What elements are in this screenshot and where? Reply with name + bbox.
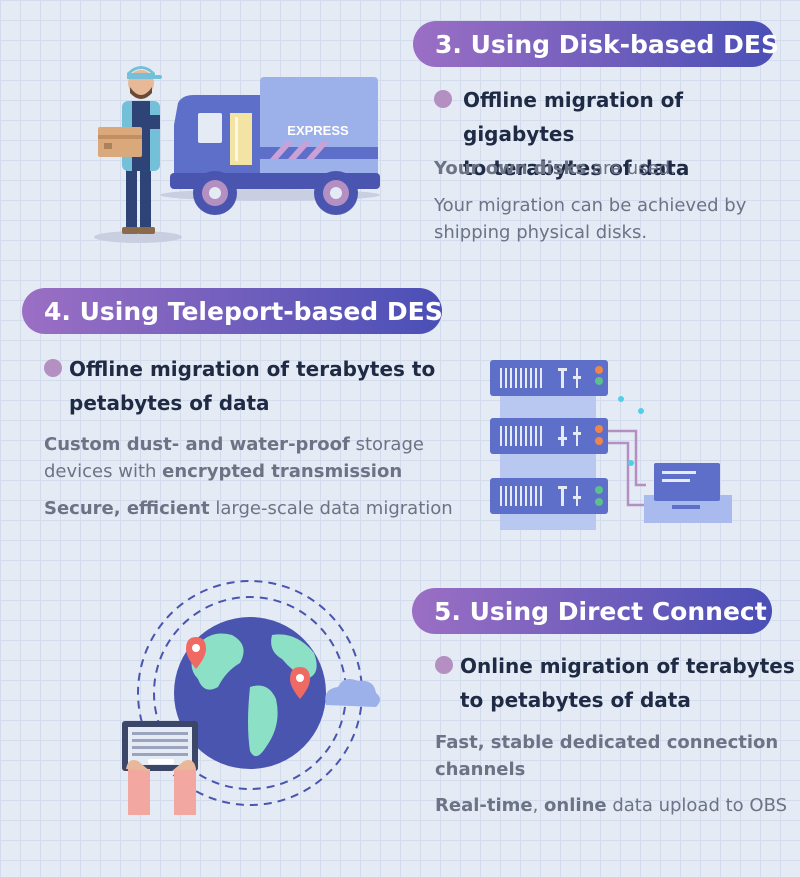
truck-express-label: EXPRESS (287, 123, 349, 138)
section-3-desc2-line2: shipping physical disks. (434, 222, 648, 243)
section-5-description-2: Real-time, online data upload to OBS (435, 792, 795, 819)
typing-hands-icon (126, 760, 196, 815)
location-pin-icon (186, 637, 206, 669)
section-4-description-2: Secure, efficient large-scale data migra… (44, 495, 464, 522)
section-5-headline: Online migration of terabytes to petabyt… (460, 649, 795, 717)
section-5-desc1-line2: channels (435, 759, 526, 780)
section-5-desc2-rest: data upload to OBS (606, 795, 788, 816)
section-4-description-1: Custom dust- and water-proof storage dev… (44, 431, 444, 485)
section-4-headline-line2: petabytes of data (69, 391, 270, 415)
section-4-title-text: 4. Using Teleport-based DES (44, 296, 443, 326)
section-4-desc1-rest1: storage (349, 434, 424, 455)
section-5-desc1-line1: Fast, stable dedicated connection (435, 732, 779, 753)
section-5-desc2-bold1: Real-time (435, 795, 533, 816)
section-3-description-1: Your own disks are used. (434, 155, 794, 182)
section-5-description-1: Fast, stable dedicated connection channe… (435, 729, 795, 783)
section-4-desc1-bold2: encrypted transmission (162, 461, 403, 482)
section-5-desc2-bold2: online (544, 795, 607, 816)
section-4-desc1-bold1: Custom dust- and water-proof (44, 434, 350, 455)
section-3-desc1-bold: Your own disks (434, 158, 587, 179)
section-4-desc1-rest2: devices with (44, 461, 163, 482)
truck-cargo-icon (260, 77, 378, 187)
section-3-bullet (434, 90, 452, 108)
section-3-description-2: Your migration can be achieved by shippi… (434, 192, 794, 246)
section-4-bullet (44, 359, 62, 377)
section-4-desc1-line1: Custom dust- and water-proof storage (44, 431, 444, 458)
server-unit-icon (490, 478, 608, 514)
section-4-headline: Offline migration of terabytes to petaby… (69, 352, 449, 420)
section-5-title-text: 5. Using Direct Connect (434, 596, 767, 626)
location-pin-icon (290, 667, 310, 699)
section-5-headline-line1: Online migration of terabytes (460, 654, 795, 678)
courier-person-icon (98, 66, 162, 234)
globe-network-illustration (122, 580, 380, 815)
section-5-desc2-sep: , (532, 795, 545, 816)
section-4-desc1-line2: devices with encrypted transmission (44, 458, 444, 485)
server-rack-illustration (490, 360, 732, 530)
cloud-icon (325, 679, 380, 707)
storage-device-icon (644, 463, 732, 523)
section-3-title: 3. Using Disk-based DES (413, 21, 779, 67)
section-4-title: 4. Using Teleport-based DES (22, 288, 443, 334)
section-5-title: 5. Using Direct Connect (412, 588, 772, 634)
section-3-title-text: 3. Using Disk-based DES (435, 29, 779, 59)
section-3-headline-line1: Offline migration of gigabytes (463, 88, 684, 146)
cable-icon (608, 429, 646, 487)
delivery-truck-illustration: EXPRESS (94, 66, 380, 243)
server-unit-icon (490, 360, 608, 396)
section-3-desc1-rest: are used. (586, 158, 676, 179)
section-3-headline-line2: to terabytes of data (463, 156, 690, 180)
section-5-bullet (435, 656, 453, 674)
server-unit-icon (490, 418, 608, 454)
section-4-desc2-rest: large-scale data migration (209, 498, 453, 519)
section-5-headline-line2: to petabytes of data (460, 688, 691, 712)
section-4-headline-line1: Offline migration of terabytes to (69, 357, 436, 381)
section-3-headline: Offline migration of gigabytes to teraby… (463, 83, 793, 185)
courier-shadow-icon (94, 231, 182, 243)
section-4-desc2-bold: Secure, efficient (44, 498, 210, 519)
section-3-desc2-line1: Your migration can be achieved by (434, 195, 747, 216)
laptop-icon (122, 721, 198, 771)
